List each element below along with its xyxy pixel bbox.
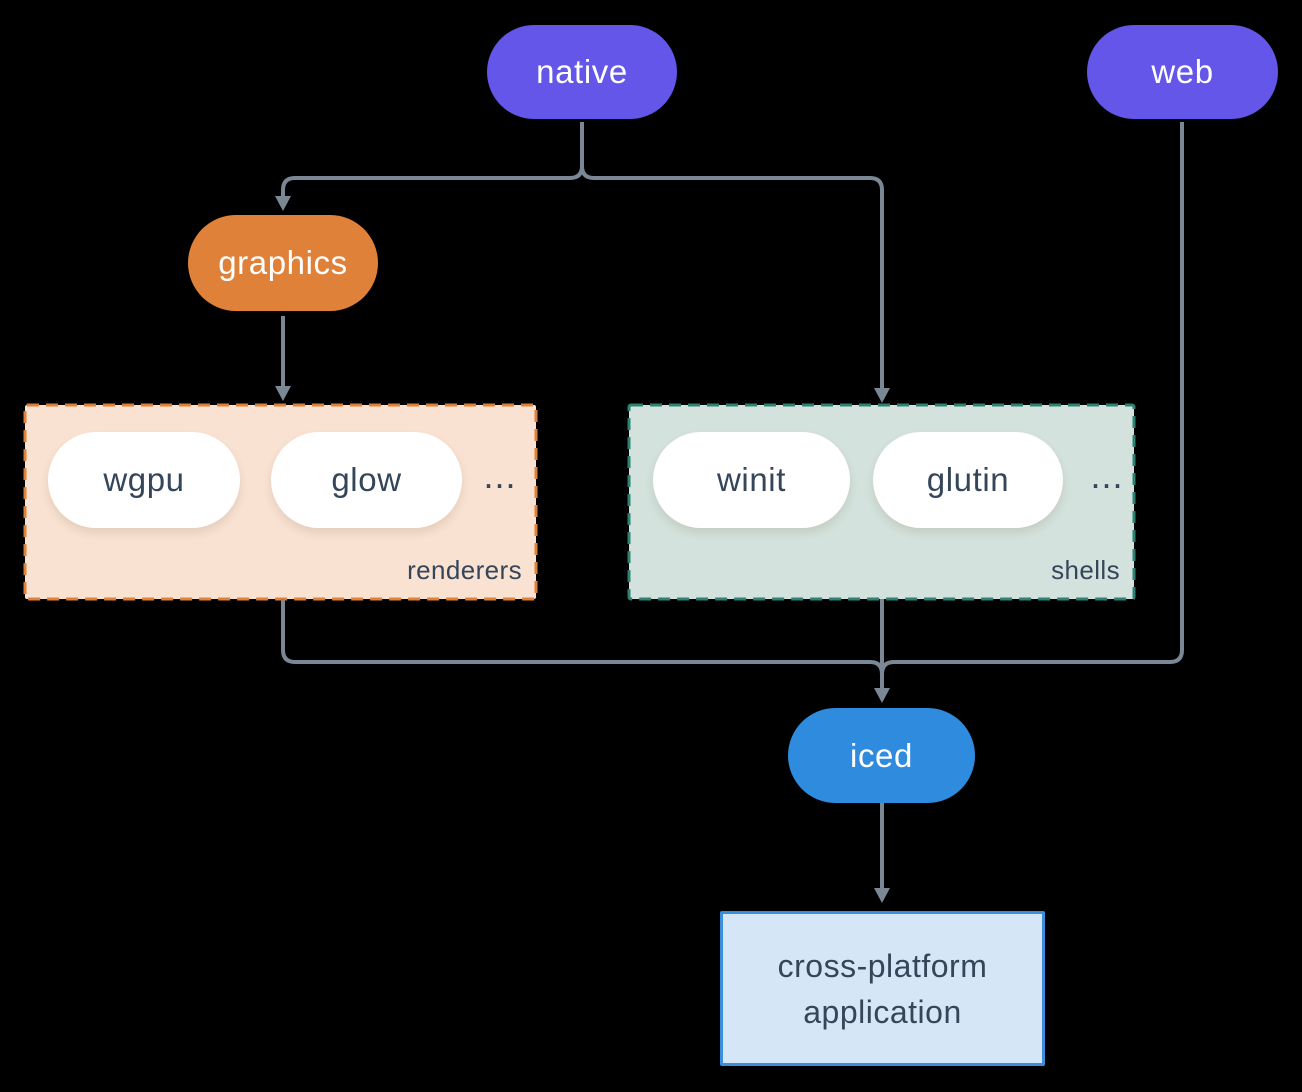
node-cross-platform-application: cross-platform application — [720, 911, 1045, 1066]
edge-native-to-graphics — [281, 122, 584, 197]
node-glutin-label: glutin — [926, 461, 1010, 498]
node-glow-label: glow — [331, 461, 402, 498]
node-iced: iced — [788, 708, 975, 803]
shells-group-label: shells — [1051, 555, 1120, 585]
arrowhead-graphics-icon — [275, 196, 291, 211]
renderers-group-label: renderers — [407, 555, 522, 585]
node-graphics: graphics — [188, 215, 378, 311]
node-wgpu-label: wgpu — [103, 461, 185, 498]
renderers-ellipsis: ... — [483, 455, 517, 496]
application-label-line2: application — [803, 993, 962, 1030]
node-native-label: native — [536, 53, 628, 90]
application-label-line1: cross-platform — [777, 947, 988, 984]
node-native: native — [487, 25, 677, 119]
arrowhead-shells-icon — [874, 388, 890, 403]
node-web: web — [1087, 25, 1278, 119]
node-web-label: web — [1151, 53, 1214, 90]
node-winit: winit — [653, 432, 850, 528]
edge-native-to-shells — [580, 122, 884, 389]
arrowhead-iced-icon — [874, 688, 890, 703]
node-wgpu: wgpu — [48, 432, 240, 528]
shells-ellipsis: ... — [1090, 455, 1124, 496]
node-graphics-label: graphics — [218, 244, 348, 281]
arrowhead-application-icon — [874, 888, 890, 903]
node-glutin: glutin — [873, 432, 1063, 528]
node-iced-label: iced — [850, 736, 913, 774]
edge-renderers-to-iced — [281, 599, 884, 682]
node-winit-label: winit — [716, 461, 787, 498]
node-glow: glow — [271, 432, 462, 528]
arrowhead-renderers-icon — [275, 386, 291, 401]
